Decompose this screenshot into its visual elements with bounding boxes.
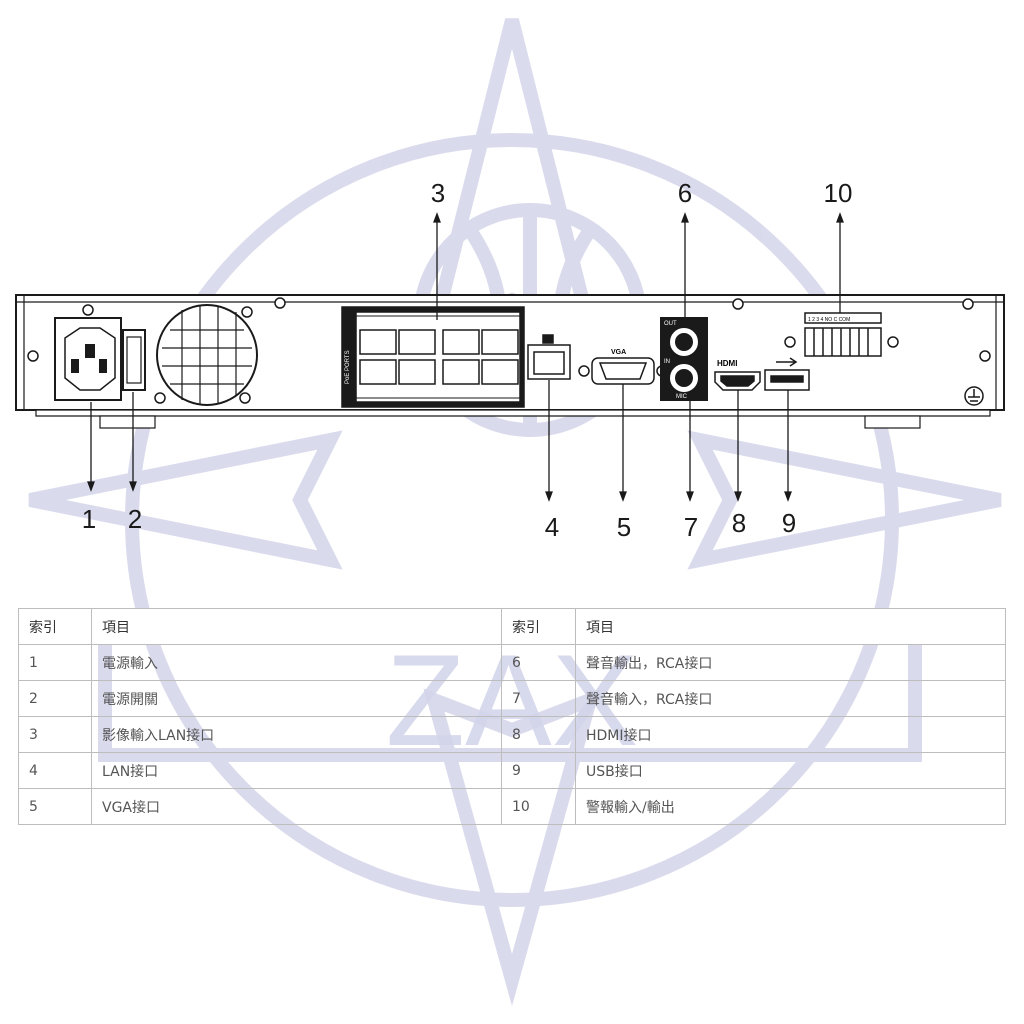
row-item: 影像輸入LAN接口 (91, 716, 502, 753)
row-item: 警報輸入/輸出 (575, 788, 1006, 825)
row-index: 1 (18, 644, 92, 681)
callout-1: 1 (81, 504, 97, 534)
row-item: USB接口 (575, 752, 1006, 789)
vga-port-icon (578, 357, 668, 385)
power-switch-icon (122, 329, 146, 391)
row-index: 7 (501, 680, 576, 717)
legend-table: 索引 項目 索引 項目 1 電源輸入 6 聲音輸出，RCA接口 2 電源開關 7… (18, 608, 1006, 825)
header-index-2: 索引 (501, 608, 576, 645)
power-inlet-icon (54, 317, 122, 401)
ground-icon (964, 386, 984, 406)
vga-label: VGA (611, 349, 626, 356)
rear-panel-svg: PoE PORTS VGA OUT IN MIC HDMI (15, 212, 1005, 502)
alarm-label: 1 2 3 4 NO C COM (808, 317, 850, 323)
callout-8: 8 (731, 508, 747, 538)
row-item: 電源開關 (91, 680, 502, 717)
callout-2: 2 (127, 504, 143, 534)
legend-header-row: 索引 項目 索引 項目 (18, 608, 1006, 645)
lan-port-icon (527, 334, 571, 380)
table-row: 3 影像輸入LAN接口 8 HDMI接口 (18, 716, 1006, 753)
poe-label: PoE PORTS (345, 350, 351, 384)
callout-3: 3 (430, 178, 446, 208)
row-item: HDMI接口 (575, 716, 1006, 753)
hdmi-label: HDMI (717, 359, 737, 368)
alarm-terminal-icon (784, 312, 899, 357)
row-item: 電源輸入 (91, 644, 502, 681)
poe-ports-icon (341, 306, 525, 408)
audio-rca-icon (660, 317, 708, 401)
table-row: 5 VGA接口 10 警報輸入/輸出 (18, 788, 1006, 825)
mic-label: MIC (676, 394, 688, 400)
callout-6: 6 (677, 178, 693, 208)
table-row: 2 電源開關 7 聲音輸入，RCA接口 (18, 680, 1006, 717)
callout-9: 9 (781, 508, 797, 538)
callout-4: 4 (544, 512, 560, 542)
header-item-2: 項目 (575, 608, 1006, 645)
table-row: 1 電源輸入 6 聲音輸出，RCA接口 (18, 644, 1006, 681)
hdmi-port-icon (714, 371, 761, 391)
row-item: 聲音輸入，RCA接口 (575, 680, 1006, 717)
usb-port-icon (764, 357, 810, 391)
header-item-1: 項目 (91, 608, 502, 645)
callout-5: 5 (616, 512, 632, 542)
row-item: LAN接口 (91, 752, 502, 789)
row-index: 6 (501, 644, 576, 681)
row-index: 9 (501, 752, 576, 789)
callout-lines (87, 212, 844, 502)
row-index: 8 (501, 716, 576, 753)
row-index: 3 (18, 716, 92, 753)
callout-10: 10 (823, 178, 853, 208)
row-index: 10 (501, 788, 576, 825)
header-index-1: 索引 (18, 608, 92, 645)
callout-7: 7 (683, 512, 699, 542)
fan-grille-icon (156, 304, 258, 406)
row-item: VGA接口 (91, 788, 502, 825)
screw-icons (27, 297, 991, 404)
row-item: 聲音輸出，RCA接口 (575, 644, 1006, 681)
row-index: 4 (18, 752, 92, 789)
table-row: 4 LAN接口 9 USB接口 (18, 752, 1006, 789)
audio-in-label: IN (664, 359, 670, 365)
row-index: 2 (18, 680, 92, 717)
row-index: 5 (18, 788, 92, 825)
rear-panel-diagram: PoE PORTS VGA OUT IN MIC HDMI (0, 170, 1024, 550)
audio-out-label: OUT (664, 321, 677, 327)
